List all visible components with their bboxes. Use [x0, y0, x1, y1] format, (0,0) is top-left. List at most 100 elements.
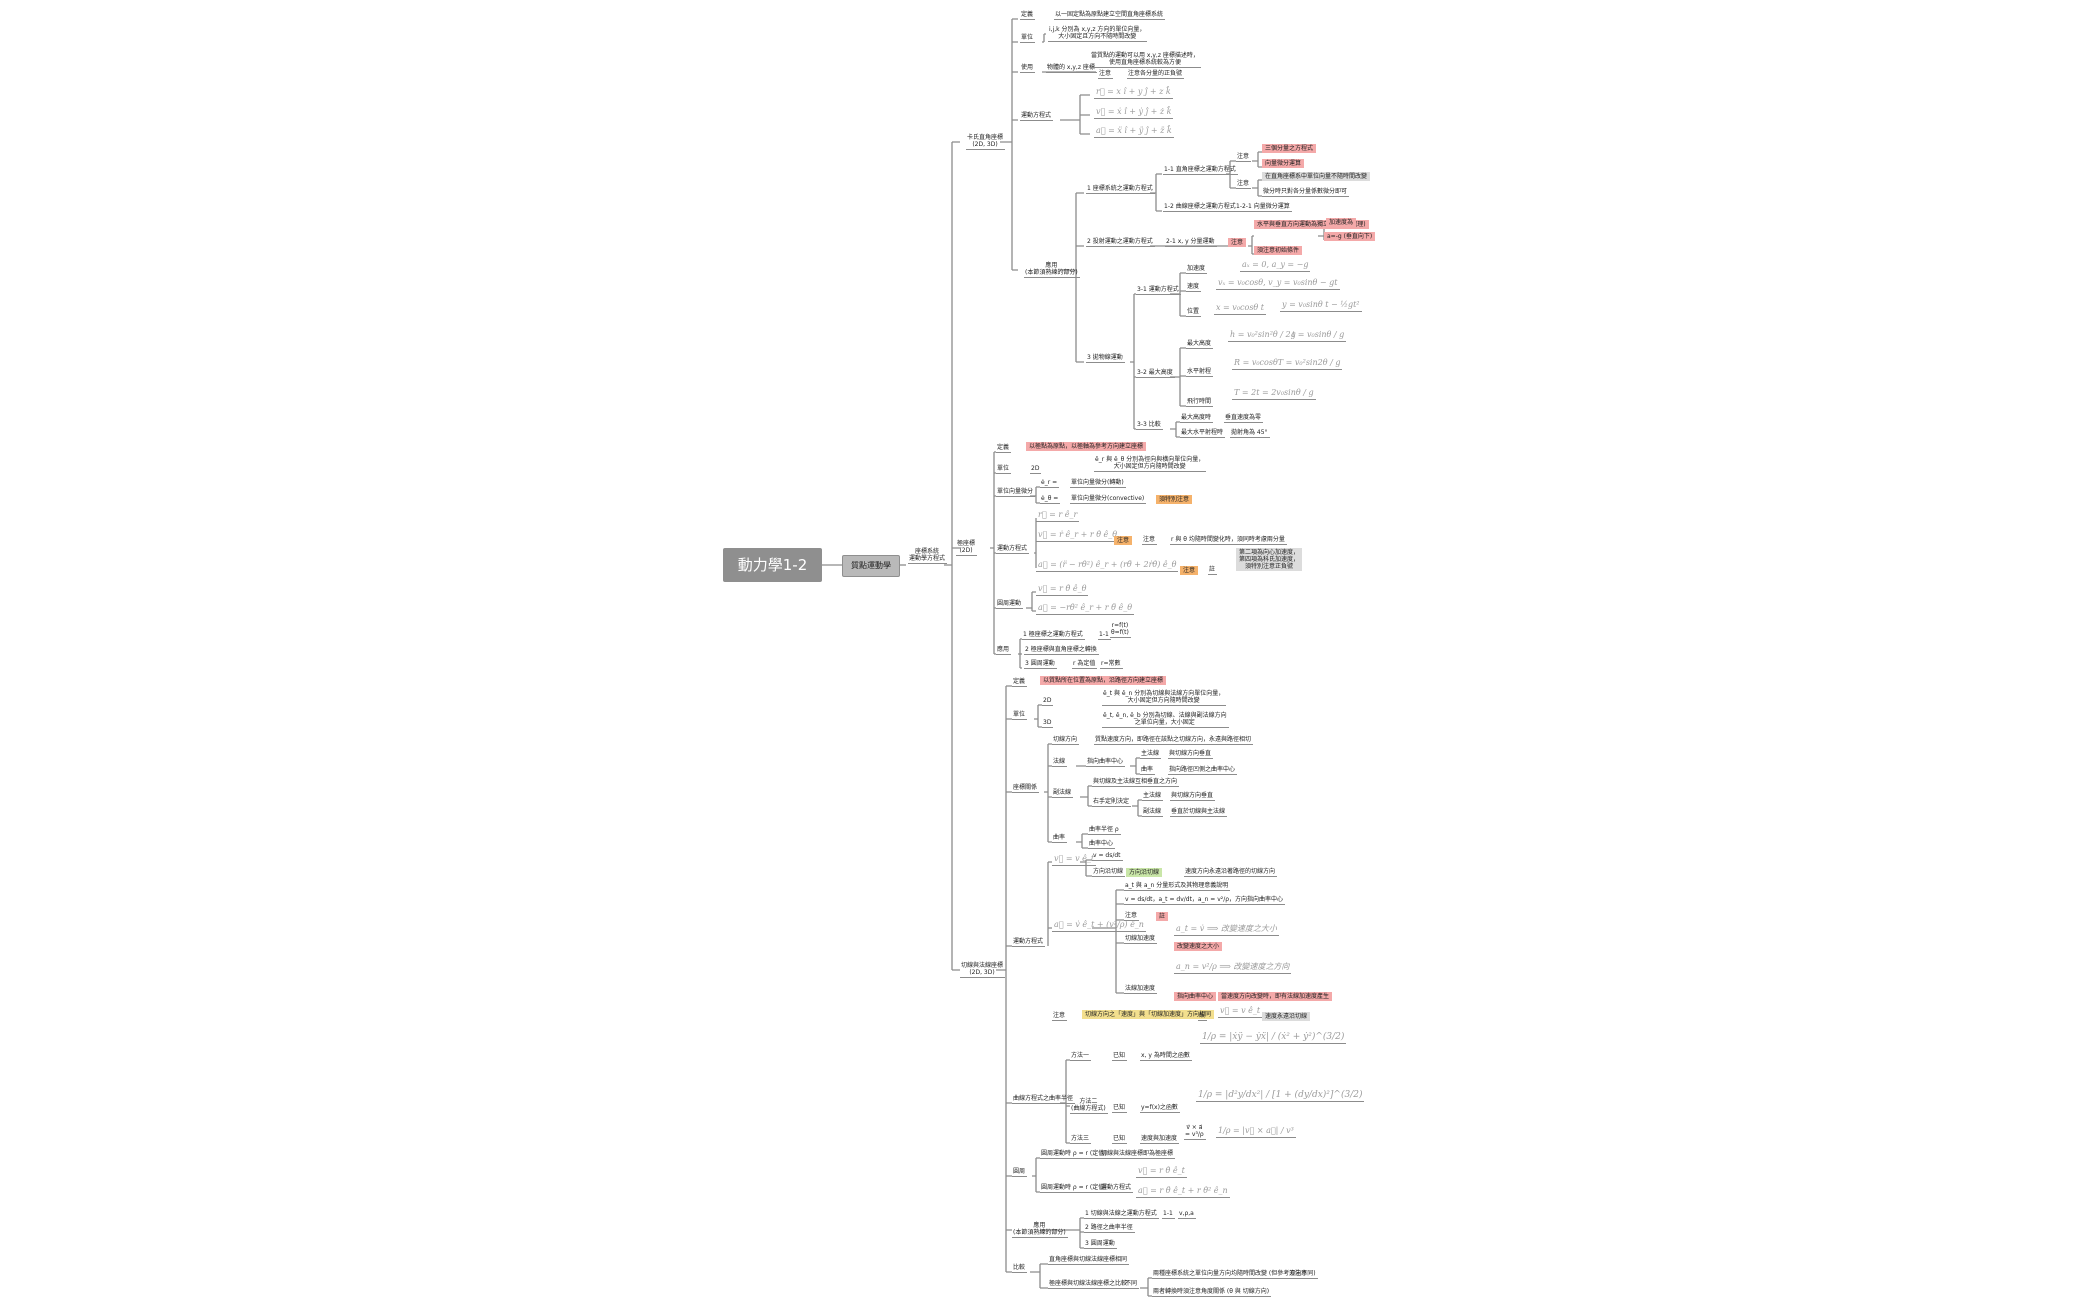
nt-compare-c2[interactable]: 極座標與切線法線座標之比較: [1048, 1280, 1130, 1289]
nt-unit-d2[interactable]: 2D: [1042, 697, 1054, 706]
nt-kin-note-text[interactable]: 切線方向之「速度」與「切線加速度」方向相同: [1082, 1010, 1215, 1019]
nt-rel-r4b[interactable]: 曲率中心: [1088, 840, 1116, 849]
nt-curv-m3s[interactable]: 已知: [1112, 1135, 1128, 1144]
rect-app3[interactable]: 3 拋物線運動: [1086, 354, 1125, 363]
nt-curv-m1eq[interactable]: 1/ρ = |ẋÿ − ẏẍ| / (ẋ² + ẏ²)^(3/2): [1200, 1032, 1347, 1044]
nt-compare-c2an[interactable]: 須注意: [1288, 1270, 1310, 1279]
rect-app3-r-eq[interactable]: R = v₀cosθT = v₀²sin2θ / g: [1232, 358, 1343, 370]
rect-app2-n1[interactable]: 水平與垂直方向運動為獨立 (以分量處理): [1254, 220, 1369, 229]
nt-rel-r1v[interactable]: 質點速度方向，即路徑在該點之切線方向，永遠與路徑相切: [1094, 736, 1254, 745]
nt-curv-m1s[interactable]: 已知: [1112, 1052, 1128, 1061]
rect-definition-text[interactable]: 以一固定點為原點建立空間直角座標系統: [1054, 11, 1166, 20]
polar-kin-a[interactable]: a⃗ = (r̈ − rθ̇²) ê_r + (rθ̈ + 2ṙθ̇) ê_θ: [1036, 560, 1179, 572]
rect-app1[interactable]: 1 座標系統之運動方程式: [1086, 185, 1155, 194]
nt-circle-c2[interactable]: 圓周運動時 ρ = r (定值): [1040, 1184, 1109, 1193]
nt-compare-c2b[interactable]: 兩者轉換時須注意角度關係 (θ 與 切線方向): [1152, 1288, 1272, 1297]
rect-usage-sub-tag[interactable]: 注意: [1098, 70, 1114, 79]
nt-compare-tag[interactable]: 比較: [1012, 1264, 1028, 1273]
nt-rel-r2a2v[interactable]: 指向路徑凹側之曲率中心: [1168, 766, 1238, 775]
rect-app1-t2b[interactable]: 微分時只對各分量係數微分即可: [1262, 188, 1350, 197]
rect-app2-n1a[interactable]: 加速度為: [1326, 218, 1357, 227]
polar-app3v[interactable]: r=常數: [1100, 660, 1123, 669]
nt-curv-m2[interactable]: 方法二 (曲線方程式): [1070, 1098, 1108, 1114]
polar-unit-text[interactable]: ê_r 與 ê_θ 分別為徑向與橫向單位向量， 大小固定但方向隨時間改變: [1094, 456, 1207, 472]
rect-app3-s33[interactable]: 3-3 比較: [1136, 421, 1163, 430]
nt-apps-node[interactable]: 應用 (本節須熟練的部分): [1012, 1222, 1068, 1238]
nt-kin-v1[interactable]: v = ds/dt: [1092, 852, 1123, 861]
rect-app3-vel[interactable]: 速度: [1186, 283, 1202, 292]
nt-kin-a5eq[interactable]: a_n = v²/ρ ⟹ 改變速度之方向: [1174, 962, 1292, 974]
nt-rel-r2[interactable]: 法線: [1052, 758, 1068, 767]
rect-app1-s11[interactable]: 1-1 直角座標之運動方程式: [1163, 166, 1238, 175]
rect-eq-r[interactable]: r⃗ = x î + y ĵ + z k̂: [1094, 87, 1173, 99]
rect-unit-text[interactable]: i,j,k 分別為 x,y,z 方向的單位向量， 大小固定且方向不隨時間改變: [1048, 26, 1148, 42]
nt-kin-tag[interactable]: 運動方程式: [1012, 938, 1046, 947]
rect-app2[interactable]: 2 投射運動之運動方程式: [1086, 238, 1155, 247]
nt-rel-r3[interactable]: 副法線: [1052, 789, 1074, 798]
rect-app1-s12v[interactable]: 1-2-1 向量微分運算: [1235, 203, 1292, 212]
nt-kin-a3v[interactable]: 註: [1156, 912, 1169, 921]
nt-rel-r1[interactable]: 切線方向: [1052, 736, 1080, 745]
nt-circle-eq2[interactable]: a⃗ = r θ̈ ê_t + r θ̇² ê_n: [1136, 1186, 1230, 1198]
polar-deriv-d1v[interactable]: 單位向量微分(轉動): [1070, 479, 1126, 488]
polar-kin-a-note[interactable]: 第二項為向心加速度， 第四項為科氏加速度， 須特別注意正負號: [1236, 548, 1303, 571]
nt-kin-a5[interactable]: 法線加速度: [1124, 985, 1158, 994]
polar-deriv-tag[interactable]: 單位向量微分: [996, 488, 1036, 497]
nt-definition-text[interactable]: 以質點所在位置為原點，沿路徑方向建立座標: [1040, 676, 1167, 685]
nt-kin-v[interactable]: v⃗ = v ê_t: [1052, 854, 1097, 866]
nt-curv-m3v[interactable]: v⃗ × a⃗ = v³/ρ: [1184, 1124, 1206, 1140]
rect-app3-tof[interactable]: 飛行時間: [1186, 398, 1214, 407]
nt-kin-v2v[interactable]: 速度方向永遠沿著路徑的切線方向: [1184, 868, 1278, 877]
nt-kin-v2[interactable]: 方向沿切線: [1092, 868, 1126, 877]
nt-curv-m3eq[interactable]: 1/ρ = |v⃗ × a⃗| / v³: [1216, 1126, 1296, 1138]
nt-app1v[interactable]: v,ρ,a: [1178, 1210, 1196, 1219]
nt-definition-tag[interactable]: 定義: [1012, 678, 1028, 687]
rect-usage-tag[interactable]: 使用: [1020, 64, 1036, 73]
nt-circle-c1[interactable]: 圓周運動時 ρ = r (定值): [1040, 1150, 1109, 1159]
nt-branch-node[interactable]: 切線與法線座標 (2D, 3D): [960, 962, 1006, 978]
nt-kin-a5x[interactable]: 指向曲率中心: [1174, 992, 1217, 1001]
polar-kin-r[interactable]: r⃗ = r ê_r: [1036, 510, 1080, 522]
rect-branch-node[interactable]: 卡氏直角座標 (2D, 3D): [966, 134, 1006, 150]
nt-rel-r2a1[interactable]: 主法線: [1140, 750, 1162, 759]
rect-app2-n1b[interactable]: a=-g (垂直向下): [1324, 232, 1376, 241]
nt-rel-r3a[interactable]: 右手定則決定: [1092, 798, 1132, 807]
rect-app3-s32[interactable]: 3-2 最大高度: [1136, 369, 1175, 378]
coord-system-node[interactable]: 座標系統 運動學方程式: [908, 548, 948, 564]
rect-app3-pos[interactable]: 位置: [1186, 308, 1202, 317]
polar-kin-v-sub[interactable]: 注意: [1142, 536, 1158, 545]
nt-rel-r2a1v[interactable]: 與切線方向垂直: [1168, 750, 1214, 759]
polar-app3[interactable]: 3 圓周運動: [1024, 660, 1057, 669]
polar-apps-node[interactable]: 應用: [996, 646, 1012, 655]
nt-rel-r3a1[interactable]: 主法線: [1142, 792, 1164, 801]
rect-app3-hmax[interactable]: 最大高度: [1186, 340, 1214, 349]
nt-app3[interactable]: 3 圓周運動: [1084, 1240, 1117, 1249]
rect-app1-t1[interactable]: 注意: [1236, 153, 1252, 162]
rect-unit-tag[interactable]: 單位: [1020, 34, 1036, 43]
nt-kin-note-x[interactable]: 速度永遠沿切線: [1262, 1012, 1311, 1021]
nt-rel-r3v[interactable]: 與切線及主法線互相垂直之方向: [1092, 778, 1180, 787]
rect-app1-t2[interactable]: 注意: [1236, 180, 1252, 189]
nt-rel-r3a2v[interactable]: 垂直於切線與主法線: [1170, 808, 1228, 817]
nt-kin-a[interactable]: a⃗ = v̇ ê_t + (v²/ρ) ê_n: [1052, 920, 1146, 932]
nt-kin-a2[interactable]: v = ds/dt，a_t = dv/dt，a_n = v²/ρ，方向指向曲率中…: [1124, 896, 1286, 905]
polar-branch-node[interactable]: 極座標 (2D): [956, 540, 978, 556]
polar-app3s[interactable]: r 為定值: [1072, 660, 1098, 669]
polar-app1s[interactable]: 1-1: [1098, 631, 1111, 640]
nt-kin-a3[interactable]: 注意: [1124, 912, 1140, 921]
nt-rel-r3a2[interactable]: 副法線: [1142, 808, 1164, 817]
rect-apps-node[interactable]: 應用 (本節須熟練的部分): [1024, 262, 1080, 278]
rect-usage-text[interactable]: 當質點的運動可以用 x,y,z 座標描述時， 使用直角座標系統較為方便: [1090, 52, 1201, 68]
nt-curv-m2t[interactable]: y=f(x)之函數: [1140, 1104, 1180, 1113]
rect-app3-c2[interactable]: 最大水平射程時: [1180, 429, 1226, 438]
nt-rel-r3a1v[interactable]: 與切線方向垂直: [1170, 792, 1216, 801]
rect-app2-n2[interactable]: 須注意初始條件: [1254, 246, 1303, 255]
nt-rel-r4a[interactable]: 曲率半徑 ρ: [1088, 826, 1121, 835]
nt-kin-a4n[interactable]: 改變速度之大小: [1174, 942, 1223, 951]
nt-app1[interactable]: 1 切線與法線之運動方程式: [1084, 1210, 1159, 1219]
nt-app1s[interactable]: 1-1: [1162, 1210, 1175, 1219]
rect-app3-vel-eq[interactable]: vₓ = v₀cosθ, v_y = v₀sinθ − gt: [1216, 278, 1340, 290]
polar-circ-tag[interactable]: 圓周運動: [996, 600, 1024, 609]
polar-app2[interactable]: 2 極座標與直角座標之轉換: [1024, 646, 1099, 655]
rect-app3-acc[interactable]: 加速度: [1186, 265, 1208, 274]
